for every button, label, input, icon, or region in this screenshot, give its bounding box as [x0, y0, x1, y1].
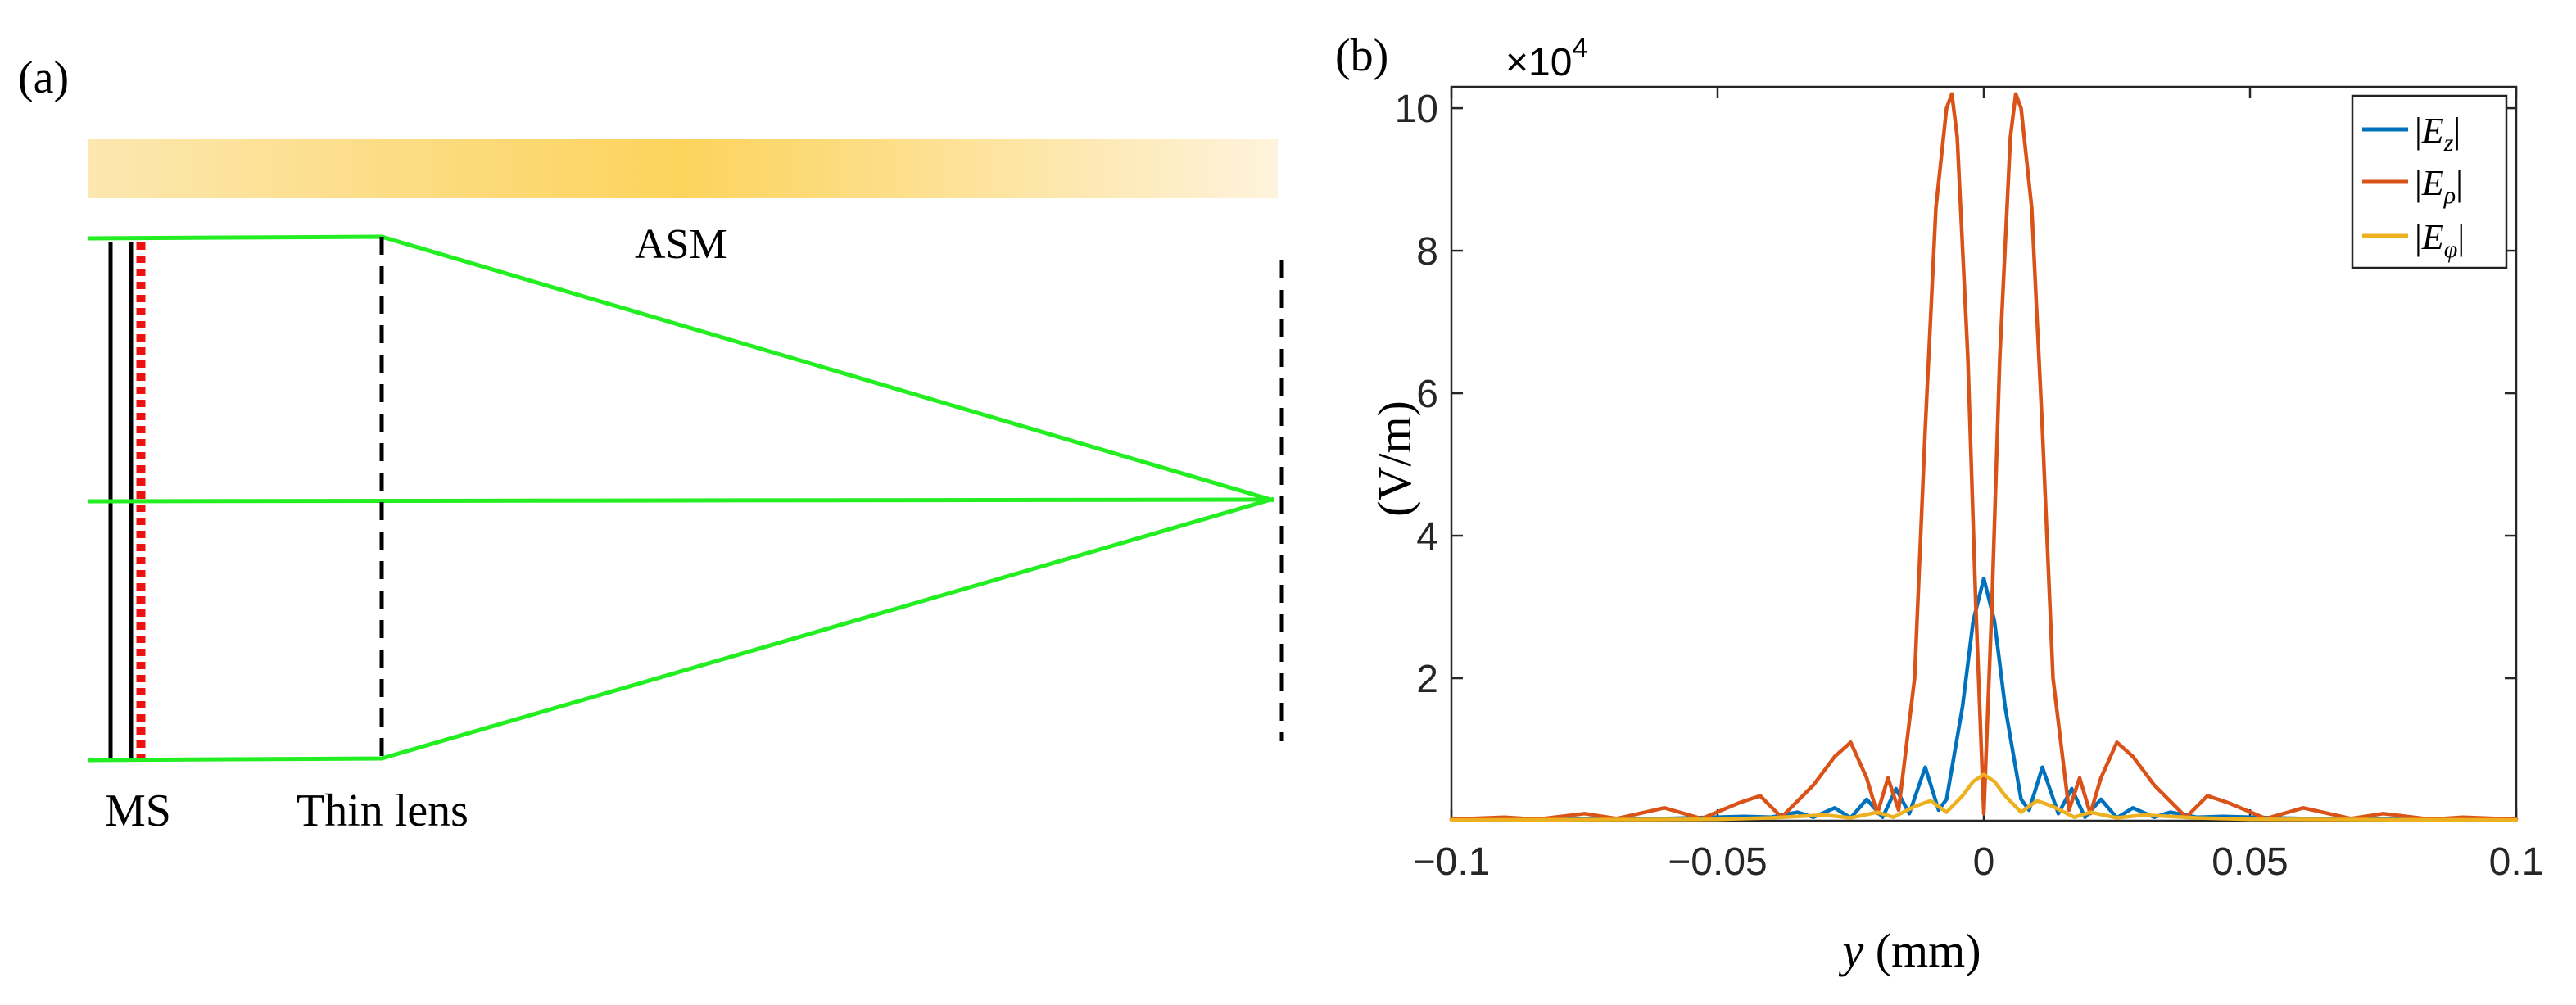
- x-axis-label: y (mm): [1838, 924, 1981, 977]
- y-tick-label: 8: [1416, 230, 1438, 274]
- legend-label-ez: |Ez|: [2415, 111, 2461, 156]
- x-tick-label: 0.05: [2212, 840, 2288, 884]
- asm-band: [88, 139, 1278, 198]
- ray-bottom: [87, 496, 1274, 763]
- panel-a-label: (a): [18, 52, 69, 103]
- y-multiplier: ×104: [1505, 33, 1587, 84]
- y-tick-label: 10: [1395, 88, 1438, 131]
- panel-b: (b) ×104 −0.1 −0.05 0 0.05 0.1 2 4 6 8 10 |Ez| |E…: [1335, 30, 2543, 977]
- series-line-erho: [1449, 92, 2519, 822]
- plot-axes: −0.1 −0.05 0 0.05 0.1 2 4 6 8 10: [1395, 85, 2544, 884]
- legend-label-erho: |Eρ|: [2415, 163, 2463, 209]
- legend-entry-erho: |Eρ|: [2362, 163, 2463, 209]
- ray-middle: [87, 497, 1274, 504]
- asm-label: ASM: [635, 221, 727, 268]
- y-tick-label: 6: [1416, 373, 1438, 416]
- y-tick-label: 2: [1416, 658, 1438, 701]
- x-tick-label: 0.1: [2489, 840, 2544, 884]
- series-line-ez: [1449, 576, 2519, 822]
- panel-a: (a) ASM MS Thin lens: [18, 52, 1284, 836]
- plot-series: [1449, 92, 2519, 822]
- legend: |Ez| |Eρ| |Eφ|: [2351, 94, 2508, 269]
- y-axis-label: (V/m): [1368, 401, 1421, 517]
- legend-entry-ephi: |Eφ|: [2362, 217, 2465, 263]
- legend-entry-ez: |Ez|: [2362, 111, 2461, 156]
- ms-label: MS: [105, 785, 171, 836]
- ray-top: [87, 234, 1274, 503]
- x-tick-label: 0: [1973, 840, 1995, 884]
- panel-b-label: (b): [1335, 30, 1388, 81]
- thin-lens-label: Thin lens: [297, 785, 469, 836]
- legend-label-ephi: |Eφ|: [2415, 217, 2465, 263]
- series-line-ephi: [1449, 772, 2519, 822]
- y-tick-label: 4: [1416, 515, 1438, 559]
- x-tick-label: −0.1: [1413, 840, 1491, 884]
- x-tick-label: −0.05: [1668, 840, 1767, 884]
